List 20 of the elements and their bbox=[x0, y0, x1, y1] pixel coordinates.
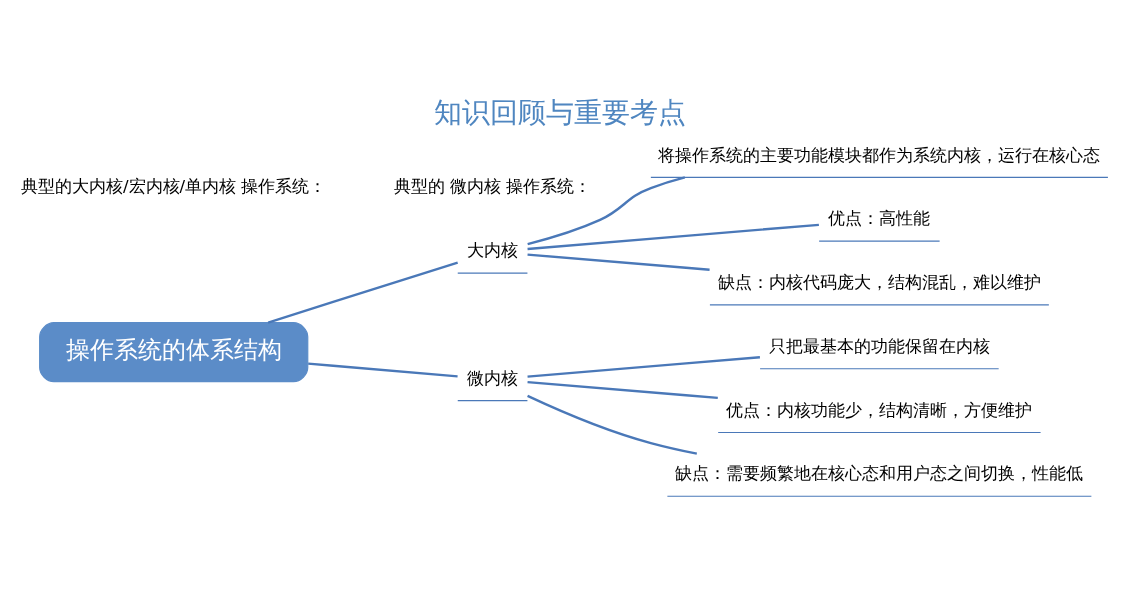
node-box: 操作系统的体系结构 bbox=[39, 322, 309, 383]
node-text: 只把最基本的功能保留在内核 bbox=[768, 336, 990, 356]
label: 典型的大内核/宏内核/单内核 操作系统： bbox=[21, 177, 327, 197]
connector bbox=[527, 394, 698, 455]
label: 典型的 微内核 操作系统： bbox=[393, 177, 592, 197]
connector bbox=[527, 380, 718, 400]
node-text: 微内核 bbox=[467, 368, 519, 388]
node-text: 优点：内核功能少，结构清晰，方便维护 bbox=[726, 400, 1033, 420]
node-text: 大内核 bbox=[467, 241, 519, 261]
node-text: 将操作系统的主要功能模块都作为系统内核，运行在核心态 bbox=[658, 145, 1101, 165]
connector bbox=[267, 261, 459, 324]
connector bbox=[527, 176, 686, 246]
node-text: 优点：高性能 bbox=[828, 209, 931, 229]
diagram-title: 知识回顾与重要考点 bbox=[434, 96, 687, 130]
connector bbox=[308, 362, 458, 378]
node-text: 缺点：需要频繁地在核心态和用户态之间切换，性能低 bbox=[675, 464, 1084, 484]
node-text: 缺点：内核代码庞大，结构混乱，难以维护 bbox=[717, 273, 1041, 293]
connector bbox=[527, 356, 760, 378]
connector bbox=[527, 223, 819, 251]
connector bbox=[527, 253, 710, 271]
